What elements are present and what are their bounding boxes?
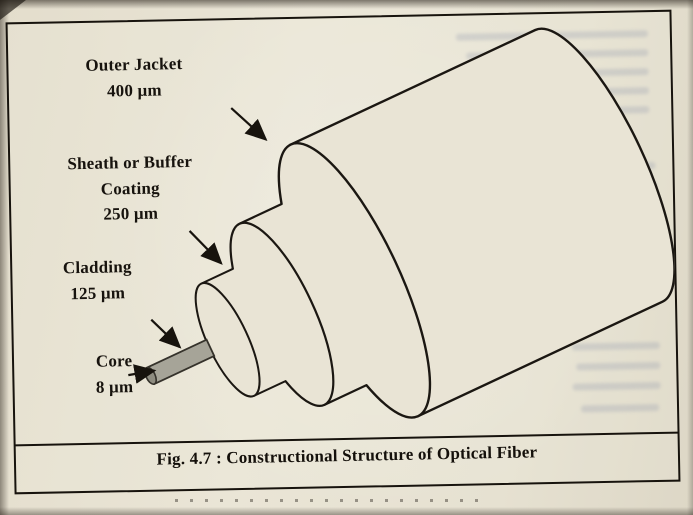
page-corner-shadow [0, 0, 26, 20]
core-label-size: 8 μm [95, 376, 134, 397]
scan-edge-shadow-right [687, 0, 693, 515]
buffer-coating-label: Sheath or Buffer Coating 250 μm [32, 148, 228, 228]
cladding-outline [200, 267, 287, 397]
buffer-coating-label-size: 250 μm [103, 203, 159, 224]
cladding-cylinder-body [201, 256, 313, 396]
buffer-coating-label-name2: Coating [100, 178, 160, 199]
buffer-coating-label-name1: Sheath or Buffer [67, 151, 193, 174]
outer-jacket-label: Outer Jacket 400 μm [36, 50, 232, 105]
buffer-coating-arrow [188, 230, 223, 265]
outer-jacket-arrow [230, 107, 268, 141]
buffer-coating-cylinder-body [239, 186, 405, 405]
scan-edge-shadow-top [0, 0, 693, 9]
buffer-coating-outline [238, 202, 368, 406]
core-arrow [128, 364, 157, 384]
core-label-name: Core [95, 351, 133, 371]
optical-fiber-diagram [128, 27, 676, 419]
scan-edge-shadow-left [0, 0, 9, 515]
cladding-label: Cladding 125 μm [32, 253, 163, 306]
cladding-label-size: 125 μm [70, 282, 126, 303]
outer-jacket-label-size: 400 μm [106, 79, 162, 100]
outer-jacket-label-name: Outer Jacket [85, 54, 183, 75]
core-label: Core 8 μm [64, 347, 165, 400]
cladding-arrow [150, 318, 182, 349]
dotted-scan-marks [175, 499, 485, 502]
scan-edge-shadow-bottom [0, 507, 693, 515]
cladding-label-name: Cladding [62, 257, 132, 278]
figure-frame: Outer Jacket 400 μm Sheath or Buffer Coa… [5, 9, 681, 495]
